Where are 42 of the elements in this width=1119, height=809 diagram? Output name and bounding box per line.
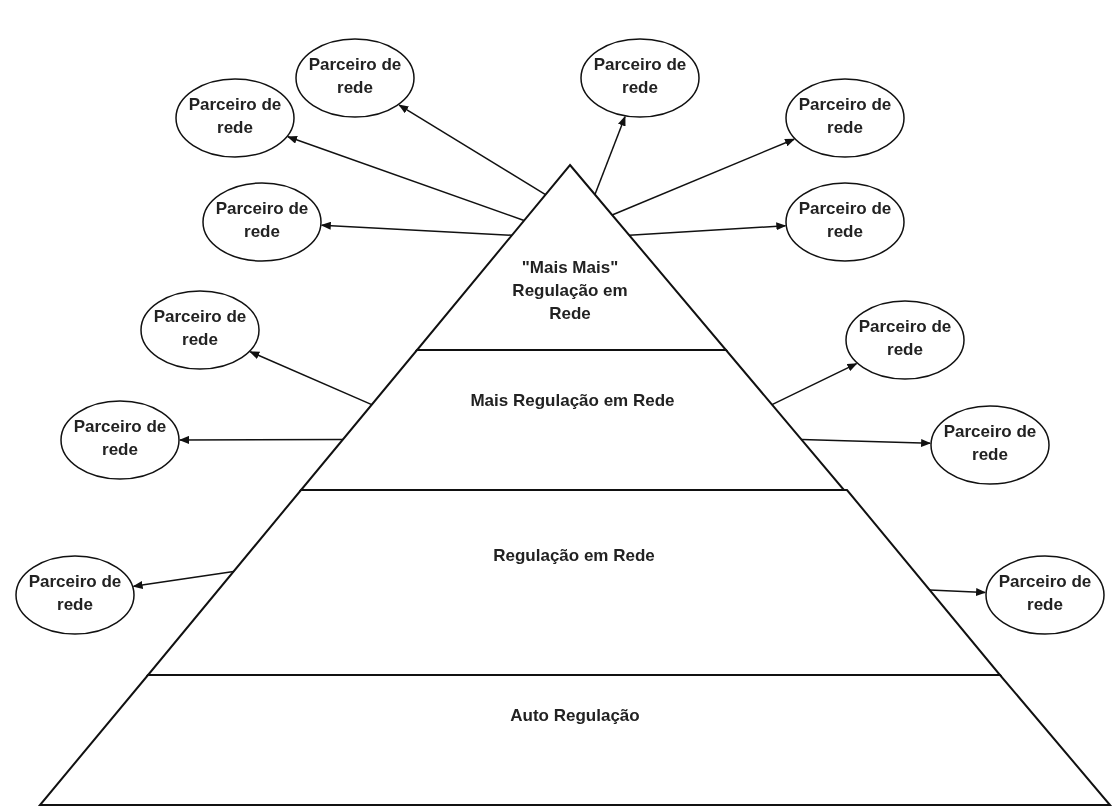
arrow bbox=[928, 588, 987, 596]
partner-ellipse bbox=[985, 555, 1105, 635]
node-label: Parceiro de rede bbox=[27, 571, 123, 616]
level-label: Auto Regulação bbox=[509, 705, 641, 727]
partner-ellipse bbox=[845, 300, 965, 380]
arrow bbox=[132, 570, 235, 589]
arrow bbox=[398, 104, 547, 196]
partner-ellipse bbox=[580, 38, 700, 118]
arrow bbox=[611, 138, 795, 216]
arrow bbox=[249, 351, 373, 406]
arrow bbox=[771, 362, 858, 406]
partner-ellipse bbox=[785, 78, 905, 158]
node-label: Parceiro de rede bbox=[857, 316, 953, 361]
arrow bbox=[628, 222, 787, 237]
node-label: Parceiro de rede bbox=[214, 198, 310, 243]
arrow bbox=[594, 115, 626, 196]
node-label: Parceiro de rede bbox=[942, 421, 1038, 466]
partner-ellipse bbox=[295, 38, 415, 118]
node-label: Parceiro de rede bbox=[187, 94, 283, 139]
partner-ellipse bbox=[930, 405, 1050, 485]
node-label: Parceiro de rede bbox=[152, 306, 248, 351]
node-label: Parceiro de rede bbox=[72, 416, 168, 461]
partner-ellipse bbox=[60, 400, 180, 480]
partner-ellipse bbox=[202, 182, 322, 262]
node-label: Parceiro de rede bbox=[592, 54, 688, 99]
pyramid-level bbox=[40, 675, 1110, 805]
arrow bbox=[287, 136, 525, 222]
partner-ellipse bbox=[785, 182, 905, 262]
arrow bbox=[800, 438, 932, 448]
node-label: Parceiro de rede bbox=[797, 94, 893, 139]
node-label: Parceiro de rede bbox=[797, 198, 893, 243]
partner-ellipse bbox=[15, 555, 135, 635]
partner-ellipse bbox=[175, 78, 295, 158]
node-label: Parceiro de rede bbox=[997, 571, 1093, 616]
pyramid-level bbox=[417, 165, 726, 350]
level-label: Regulação em Rede bbox=[492, 545, 656, 567]
level-label: Mais Regulação em Rede bbox=[469, 390, 676, 412]
node-label: Parceiro de rede bbox=[307, 54, 403, 99]
partner-ellipse bbox=[140, 290, 260, 370]
arrow bbox=[320, 221, 513, 237]
level-label: "Mais Mais" Regulação em Rede bbox=[511, 257, 629, 325]
arrow bbox=[179, 435, 344, 444]
